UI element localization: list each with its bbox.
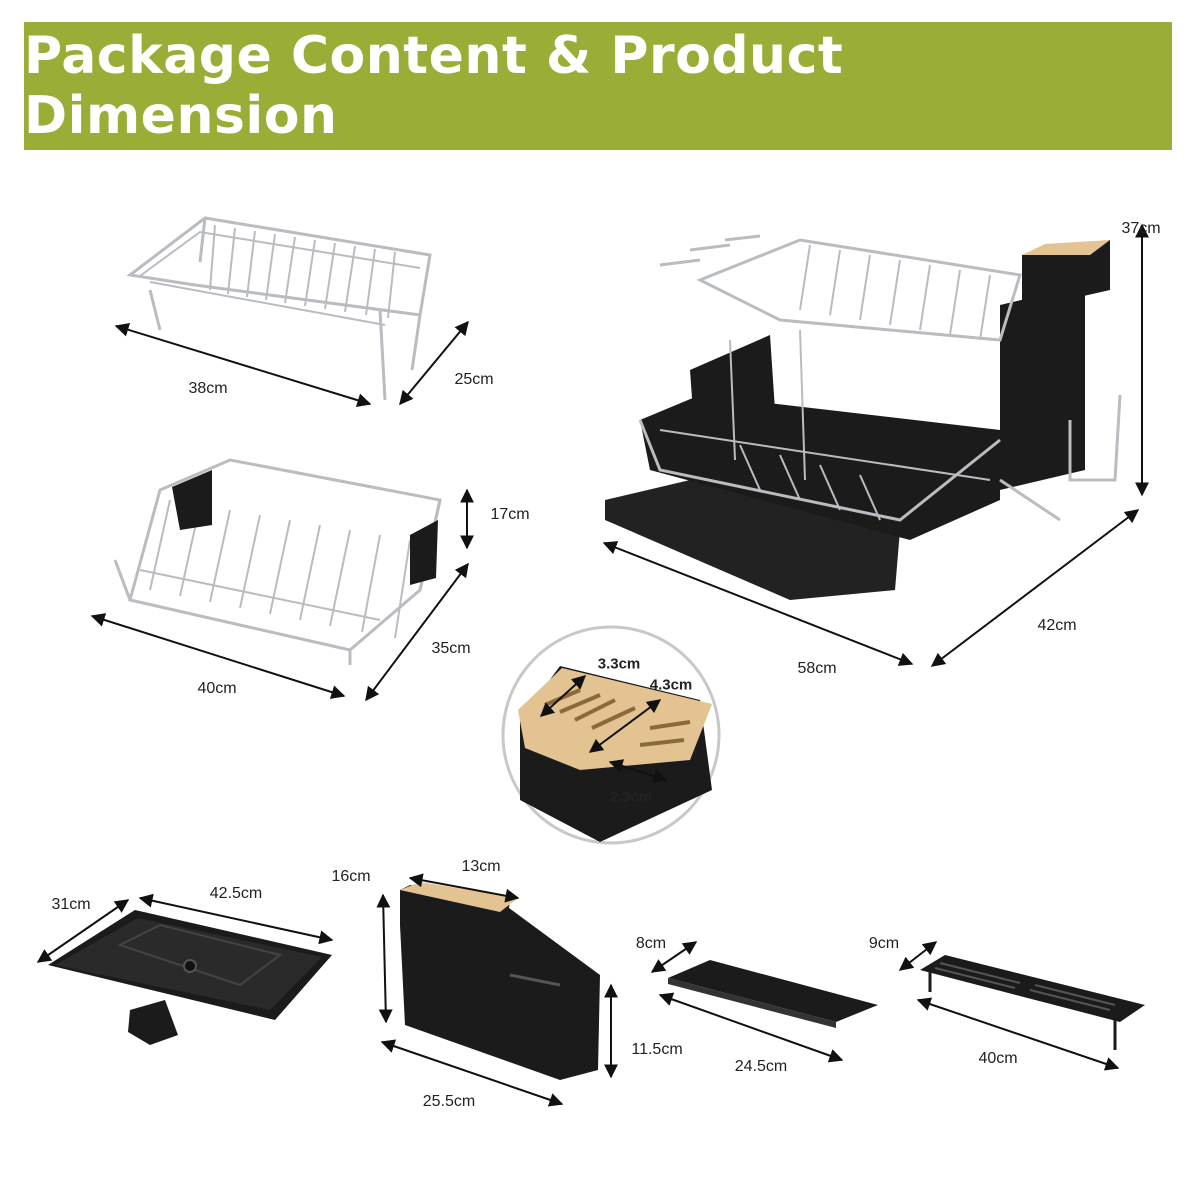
dimension-arrow: [408, 873, 520, 903]
assembled-length-label: 58cm: [797, 660, 837, 677]
knife-slot-a-label: 3.3cm: [597, 655, 641, 673]
knife-slot-c-label: 2.3cm: [609, 788, 653, 806]
dimension-arrow: [380, 1039, 564, 1107]
lower-rack-length-label: 40cm: [197, 680, 237, 697]
utensil-holder-top-label: 13cm: [461, 858, 501, 875]
knife-slot-b-label: 4.3cm: [649, 676, 693, 694]
lower-rack-height-label: 17cm: [490, 506, 530, 523]
upper-dish-rack-icon: [126, 216, 432, 401]
dimension-arrow: [365, 562, 469, 702]
dimension-arrow: [138, 893, 334, 945]
dimension-arrow: [90, 613, 346, 699]
dimension-arrow: [539, 675, 587, 717]
utensil-holder-body-height-label: 11.5cm: [631, 1041, 683, 1058]
drain-board-icon: [920, 955, 1145, 1050]
drain-board-width-label: 9cm: [868, 935, 900, 952]
utensil-holder-length-label: 25.5cm: [422, 1093, 476, 1110]
assembled-height-label: 37cm: [1121, 220, 1161, 237]
dimension-arrow: [36, 899, 130, 963]
dimension-arrow: [399, 320, 469, 406]
upper-rack-width-label: 25cm: [454, 371, 494, 388]
lower-rack-width-label: 35cm: [431, 640, 471, 657]
drain-board-length-label: 40cm: [978, 1050, 1018, 1067]
cup-tray-width-label: 8cm: [635, 935, 667, 952]
utensil-holder-height-label: 16cm: [331, 868, 371, 885]
assembled-dish-rack-icon: [605, 234, 1122, 600]
header-banner: Package Content & Product Dimension: [24, 22, 1172, 150]
utensil-holder-icon: [400, 882, 600, 1080]
cup-tray-length-label: 24.5cm: [734, 1058, 788, 1075]
dimension-arrow: [114, 323, 372, 407]
dimension-arrow: [898, 941, 938, 971]
assembled-width-label: 42cm: [1037, 617, 1077, 634]
page-title: Package Content & Product Dimension: [24, 26, 844, 146]
drip-tray-width-label: 31cm: [51, 896, 91, 913]
dimension-arrow: [588, 699, 662, 753]
dimension-arrow: [930, 509, 1140, 667]
dimension-arrow: [608, 759, 668, 783]
dimension-arrow: [376, 893, 393, 1024]
dimension-arrow: [916, 997, 1120, 1071]
lower-dish-rack-icon: [113, 458, 442, 665]
upper-rack-length-label: 38cm: [188, 380, 228, 397]
dimension-arrow: [658, 992, 844, 1063]
dimension-arrow: [650, 941, 698, 973]
cup-tray-icon: [668, 960, 878, 1028]
dimension-arrow: [602, 541, 914, 666]
drip-tray-length-label: 42.5cm: [209, 885, 263, 902]
